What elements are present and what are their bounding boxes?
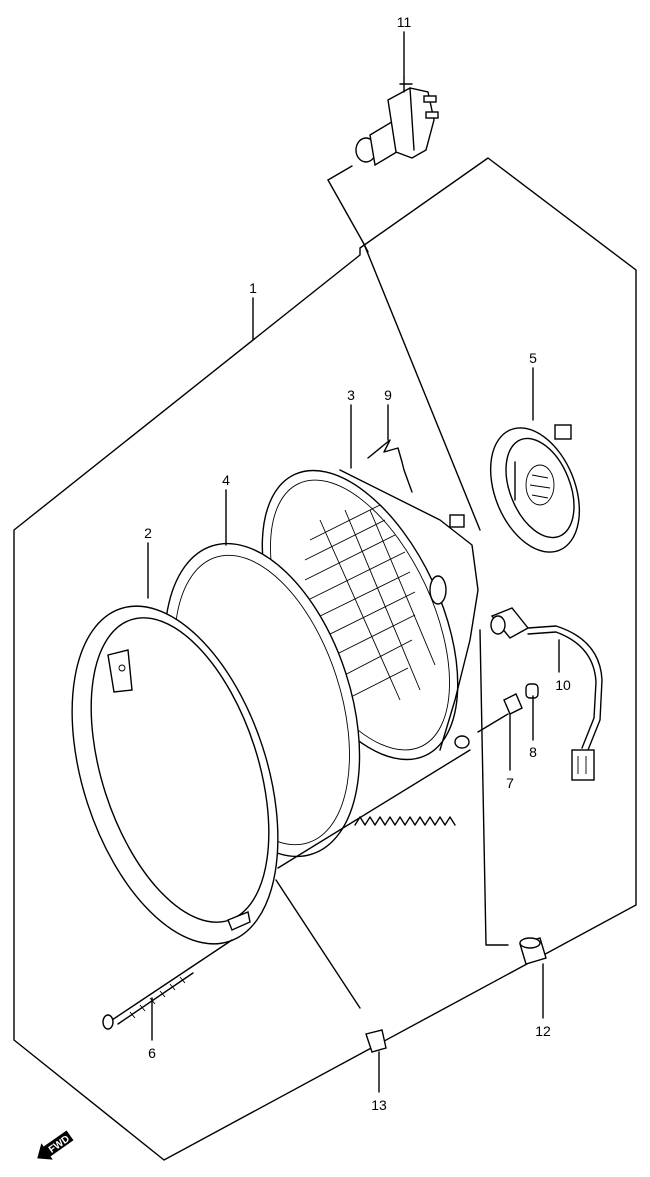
callout-3: 3 xyxy=(347,387,355,403)
adjusting-spring xyxy=(277,749,471,869)
plug xyxy=(519,937,547,965)
callout-1: 1 xyxy=(249,280,257,296)
bulb xyxy=(355,77,439,167)
callout-11: 11 xyxy=(397,14,412,30)
wiring-harness xyxy=(490,607,603,781)
socket-housing xyxy=(489,424,581,553)
callout-labels: 11 1 3 9 5 4 2 10 8 7 12 6 13 xyxy=(144,14,571,1113)
callout-12: 12 xyxy=(535,1023,551,1039)
callout-9: 9 xyxy=(384,387,392,403)
adjusting-nut xyxy=(477,693,523,733)
callout-2: 2 xyxy=(144,525,152,541)
callout-leaders xyxy=(147,31,560,1093)
fwd-direction-badge: FWD xyxy=(37,1130,74,1160)
callout-13: 13 xyxy=(371,1097,387,1113)
adjusting-screw xyxy=(102,939,233,1030)
bulb-leader-lines xyxy=(327,165,481,531)
callout-7: 7 xyxy=(506,775,514,791)
callout-6: 6 xyxy=(148,1045,156,1061)
cap xyxy=(525,683,539,699)
spring-clip xyxy=(367,439,413,493)
small-screw xyxy=(275,879,387,1053)
fwd-arrow-icon xyxy=(37,1130,74,1160)
callout-8: 8 xyxy=(529,744,537,760)
callout-4: 4 xyxy=(222,472,230,488)
callout-5: 5 xyxy=(529,350,537,366)
assembly-outline xyxy=(13,157,637,1161)
leader-line-12 xyxy=(479,629,509,946)
callout-10: 10 xyxy=(555,677,571,693)
headlight-rim xyxy=(71,605,279,945)
